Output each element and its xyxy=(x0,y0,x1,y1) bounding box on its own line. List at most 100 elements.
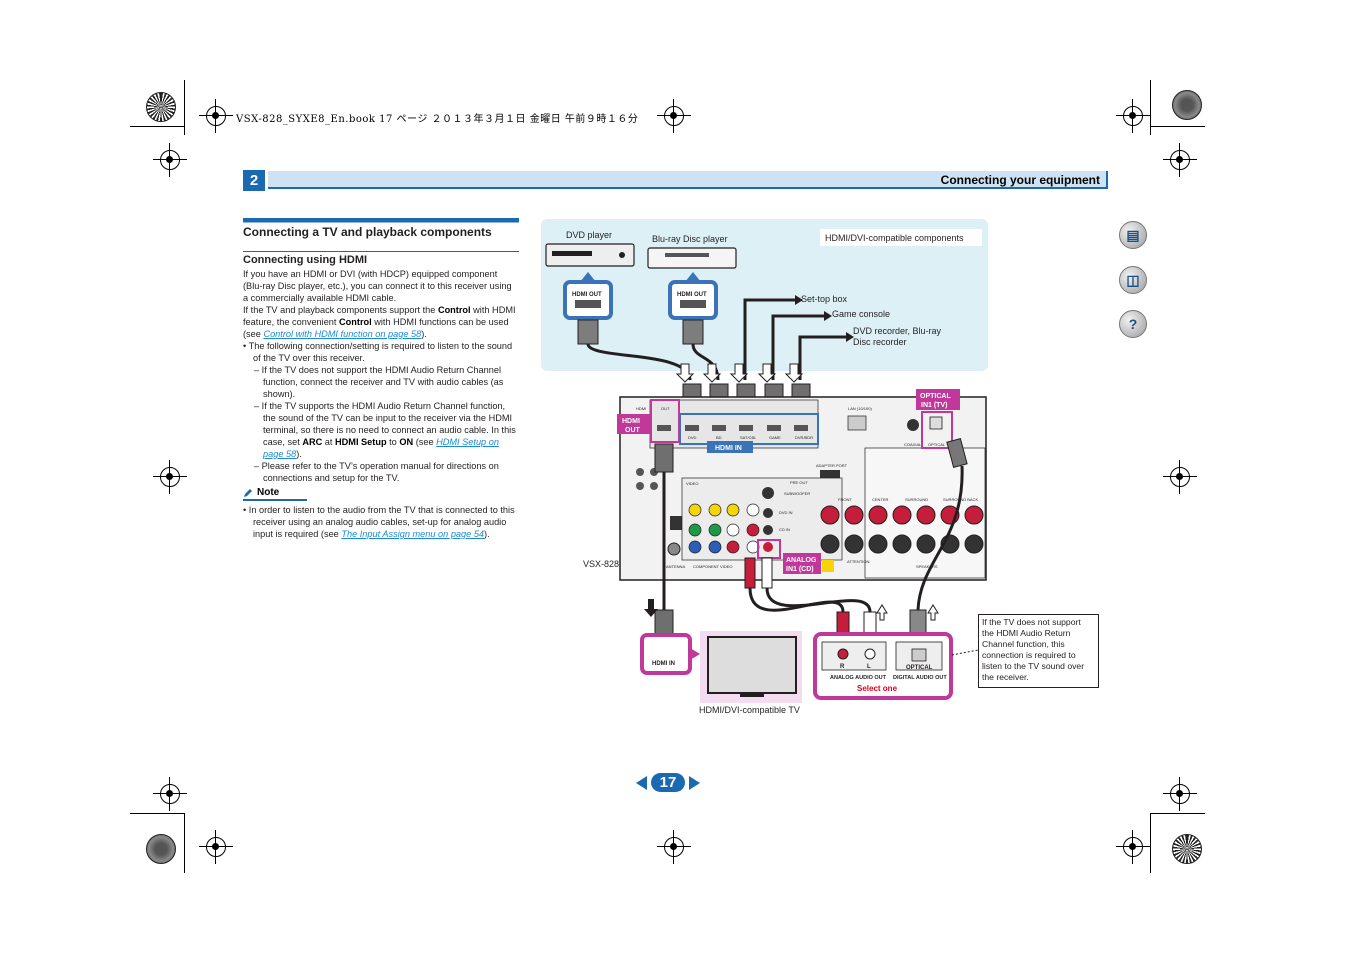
svg-text:OPTICAL: OPTICAL xyxy=(928,442,946,447)
paragraph: If you have an HDMI or DVI (with HDCP) e… xyxy=(243,269,512,303)
optical-in-frame xyxy=(921,411,953,449)
registration-rosette-bottom-right xyxy=(1172,834,1202,864)
book-icon[interactable]: ▤ xyxy=(1119,221,1147,249)
svg-text:HDMI OUT: HDMI OUT xyxy=(572,292,602,298)
svg-text:HDMI IN: HDMI IN xyxy=(652,661,675,667)
svg-text:HDMI IN: HDMI IN xyxy=(715,445,742,452)
svg-text:OPTICAL: OPTICAL xyxy=(920,393,951,400)
subsection-title: Connecting using HDMI xyxy=(243,254,368,266)
svg-text:HDMI OUT: HDMI OUT xyxy=(677,292,707,298)
svg-text:ANALOG: ANALOG xyxy=(786,557,817,564)
svg-text:VIDEO: VIDEO xyxy=(686,481,698,486)
crop-line xyxy=(1150,813,1151,873)
next-page-icon[interactable] xyxy=(689,775,700,790)
svg-text:DVR/BDR: DVR/BDR xyxy=(795,435,813,440)
svg-text:LAN (10/100): LAN (10/100) xyxy=(848,406,872,411)
digital-audio-out-label: DIGITAL AUDIO OUT xyxy=(893,675,947,681)
paragraph: If the TV and playback components suppor… xyxy=(243,305,516,339)
crosshair-mark xyxy=(199,830,233,864)
crop-line xyxy=(1150,813,1205,814)
svg-text:COMPONENT VIDEO: COMPONENT VIDEO xyxy=(693,564,733,569)
page-navigation: 17 xyxy=(636,773,700,792)
svg-text:SURROUND: SURROUND xyxy=(905,497,928,502)
crop-line xyxy=(1150,80,1151,135)
svg-text:COAXIAL: COAXIAL xyxy=(904,442,922,447)
svg-text:R: R xyxy=(840,664,845,670)
bluray-player-label: Blu-ray Disc player xyxy=(652,234,728,244)
crosshair-mark xyxy=(153,143,187,177)
svg-text:DVD: DVD xyxy=(688,435,697,440)
crosshair-mark xyxy=(1163,777,1197,811)
components-label: HDMI/DVI-compatible components xyxy=(825,233,964,243)
down-arrow xyxy=(644,599,658,617)
svg-text:IN1 (TV): IN1 (TV) xyxy=(921,402,947,409)
dash-item: – If the TV does not support the HDMI Au… xyxy=(254,365,504,399)
crosshair-mark xyxy=(153,777,187,811)
print-header: VSX-828_SYXE8_En.book 17 ページ ２０１３年３月１日 金… xyxy=(236,114,639,125)
link-hdmi-setup[interactable]: HDMI Setup on page 58 xyxy=(263,437,499,459)
svg-text:ANTENNA: ANTENNA xyxy=(666,564,685,569)
help-icon[interactable]: ? xyxy=(1119,310,1147,338)
components-label-box xyxy=(820,229,982,246)
chapter-number: 2 xyxy=(243,170,265,191)
callout-note: If the TV does not support the HDMI Audi… xyxy=(978,614,1099,688)
section-title: Connecting a TV and playback components xyxy=(243,225,492,239)
svg-text:BD: BD xyxy=(716,435,722,440)
crop-line xyxy=(130,126,185,127)
crosshair-mark xyxy=(1163,460,1197,494)
chapter-title: Connecting your equipment xyxy=(940,173,1100,187)
note-heading: Note xyxy=(243,487,307,501)
game-console-label: Game console xyxy=(832,309,890,319)
svg-text:PRE OUT: PRE OUT xyxy=(790,480,808,485)
crosshair-mark xyxy=(199,99,233,133)
svg-text:CENTER: CENTER xyxy=(872,497,889,502)
model-label: VSX-828 xyxy=(583,559,619,569)
link-input-assign[interactable]: The Input Assign menu on page 54 xyxy=(341,529,485,539)
svg-text:OUT: OUT xyxy=(661,406,670,411)
svg-text:OPTICAL: OPTICAL xyxy=(906,665,933,671)
tv-label: HDMI/DVI-compatible TV xyxy=(699,705,800,715)
tv-hdmi-in-bubble xyxy=(640,633,692,675)
crop-line xyxy=(130,813,185,814)
page-number: 17 xyxy=(651,773,685,792)
dvd-player-label: DVD player xyxy=(566,230,612,240)
crop-line xyxy=(184,813,185,873)
svg-text:ATTENTION:: ATTENTION: xyxy=(847,559,870,564)
link-control-hdmi[interactable]: Control with HDMI function on page 58 xyxy=(263,329,422,339)
analog-audio-out-label: ANALOG AUDIO OUT xyxy=(830,675,887,681)
settings-icon[interactable]: ◫ xyxy=(1119,266,1147,294)
svg-text:ADAPTER PORT: ADAPTER PORT xyxy=(816,463,848,468)
section-rule xyxy=(243,251,519,252)
dvd-recorder-label-2: Disc recorder xyxy=(853,337,907,347)
svg-text:SUBWOOFER: SUBWOOFER xyxy=(784,491,810,496)
svg-text:GAME: GAME xyxy=(769,435,781,440)
receiver-hdmi-out-label xyxy=(617,414,651,434)
registration-rosette-top-left xyxy=(146,92,176,122)
chapter-bar: Connecting your equipment xyxy=(268,171,1108,189)
crop-line xyxy=(1150,126,1205,127)
svg-text:SAT/CBL: SAT/CBL xyxy=(740,435,757,440)
section-rule xyxy=(243,218,519,222)
svg-text:HDMI: HDMI xyxy=(622,418,640,425)
select-one-label: Select one xyxy=(857,684,898,693)
crosshair-mark xyxy=(1163,143,1197,177)
svg-text:L: L xyxy=(867,664,871,670)
bullet-item: • The following connection/setting is re… xyxy=(243,341,513,363)
previous-page-icon[interactable] xyxy=(636,775,647,790)
crosshair-mark xyxy=(153,460,187,494)
hdmi-in-label-box xyxy=(707,441,753,453)
svg-text:FRONT: FRONT xyxy=(838,497,852,502)
set-top-box-label: Set-top box xyxy=(801,294,848,304)
svg-text:CD IN: CD IN xyxy=(779,527,790,532)
registration-rosette-bottom-left xyxy=(146,834,176,864)
body-text: If you have an HDMI or DVI (with HDCP) e… xyxy=(243,268,519,540)
svg-text:HDMI: HDMI xyxy=(636,406,646,411)
crop-line xyxy=(184,80,185,135)
svg-text:DVD IN: DVD IN xyxy=(779,510,793,515)
section-rule xyxy=(243,222,519,223)
analog-in-label xyxy=(783,553,821,574)
svg-text:SPEAKERS: SPEAKERS xyxy=(916,564,938,569)
dash-item: – Please refer to the TV’s operation man… xyxy=(254,461,499,483)
crosshair-mark xyxy=(657,830,691,864)
crosshair-mark xyxy=(657,99,691,133)
